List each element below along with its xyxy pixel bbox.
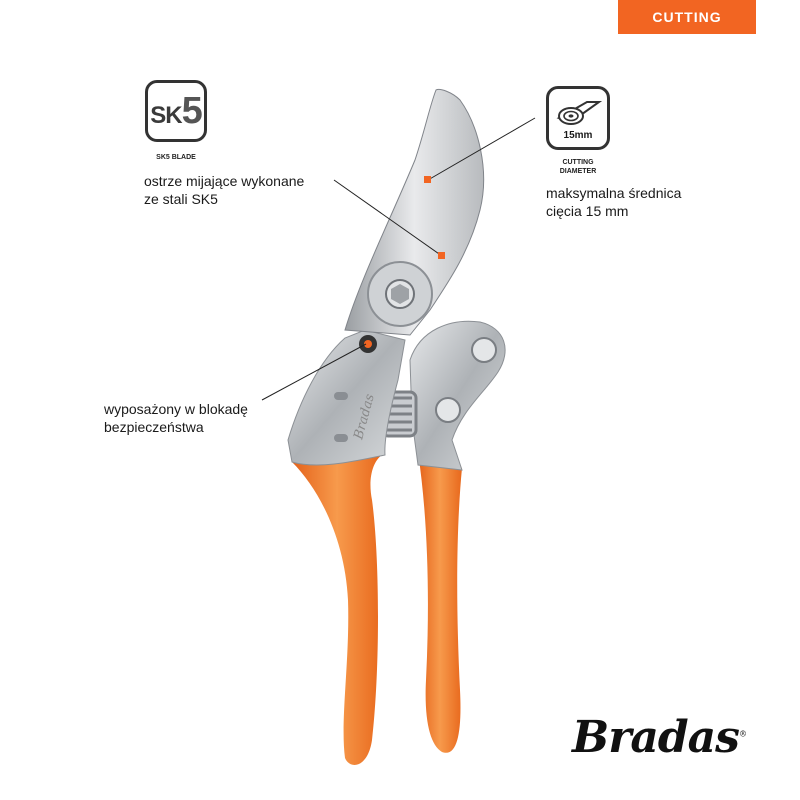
- lock-description: wyposażony w blokadę bezpieczeństwa: [104, 401, 248, 435]
- sk5-badge-caption: SK5 BLADE: [156, 154, 196, 161]
- blade-description: ostrze mijające wykonane ze stali SK5: [144, 173, 305, 207]
- jaw-bolt-1: [471, 337, 497, 363]
- cutting-diameter-badge: 15mm: [546, 86, 610, 150]
- sk5-badge-text: SK5: [150, 89, 202, 132]
- rivet-1: [334, 392, 348, 400]
- cutting-marker: [424, 176, 431, 183]
- lower-handle: [418, 452, 462, 753]
- rivet-2: [334, 434, 348, 442]
- sk5-blade-badge: SK5: [145, 80, 207, 142]
- branch-cross-section-icon: [556, 100, 603, 125]
- callout-lines: [261, 117, 536, 401]
- cutting-size-label: 15mm: [563, 129, 593, 141]
- blade-marker: [438, 252, 445, 259]
- jaw-bolt-2: [435, 397, 461, 423]
- cutting-description: maksymalna średnica cięcia 15 mm: [546, 185, 682, 219]
- category-tag: CUTTING: [618, 0, 756, 34]
- upper-handle: [292, 455, 382, 765]
- cutting-badge-caption: CUTTING DIAMETER: [559, 159, 597, 175]
- bradas-logo: Bradas®: [572, 712, 747, 763]
